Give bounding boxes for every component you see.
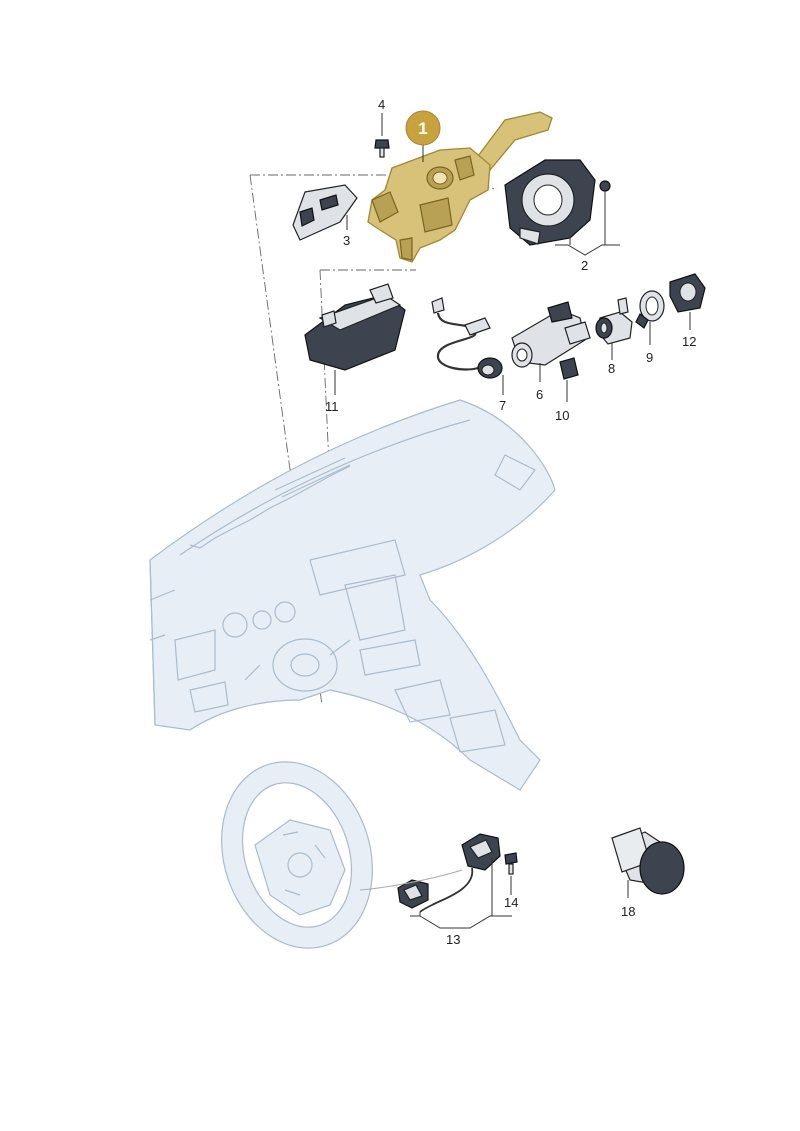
part-13-wheel-buttons[interactable]: 13 xyxy=(359,833,512,947)
part-7-wiring-harness[interactable]: 7 xyxy=(431,297,506,413)
label-13: 13 xyxy=(446,932,460,947)
label-18: 18 xyxy=(621,904,635,919)
part-18-cylinder[interactable]: 18 xyxy=(611,827,685,919)
label-7: 7 xyxy=(499,398,506,413)
part-14-screw[interactable]: 14 xyxy=(504,852,518,910)
label-2: 2 xyxy=(581,258,588,273)
part-11-control-unit[interactable]: 11 xyxy=(304,283,406,414)
part-2-clock-spring[interactable]: 2 xyxy=(504,159,620,273)
part-6-lock-housing[interactable]: 6 xyxy=(511,301,591,402)
label-11: 11 xyxy=(325,399,339,414)
label-4: 4 xyxy=(378,97,385,112)
label-8: 8 xyxy=(608,361,615,376)
part-8-lock-cylinder[interactable]: 8 xyxy=(595,297,633,376)
part-1-combination-switch[interactable] xyxy=(367,111,553,263)
label-3: 3 xyxy=(343,233,350,248)
steering-wheel-ghost-illustration xyxy=(221,761,373,949)
part-10-clip[interactable]: 10 xyxy=(555,357,579,423)
label-9: 9 xyxy=(646,350,653,365)
label-12: 12 xyxy=(682,334,696,349)
label-14: 14 xyxy=(504,895,518,910)
callout-1-label: 1 xyxy=(418,119,427,138)
part-4-screw[interactable]: 4 xyxy=(374,97,390,158)
part-12-bezel[interactable]: 12 xyxy=(669,273,706,349)
part-9-ring[interactable]: 9 xyxy=(635,290,665,365)
part-3-bracket[interactable]: 3 xyxy=(292,184,358,248)
dashboard-ghost-illustration xyxy=(149,399,556,791)
callout-1[interactable]: 1 xyxy=(405,110,441,162)
label-6: 6 xyxy=(536,387,543,402)
label-10: 10 xyxy=(555,408,569,423)
